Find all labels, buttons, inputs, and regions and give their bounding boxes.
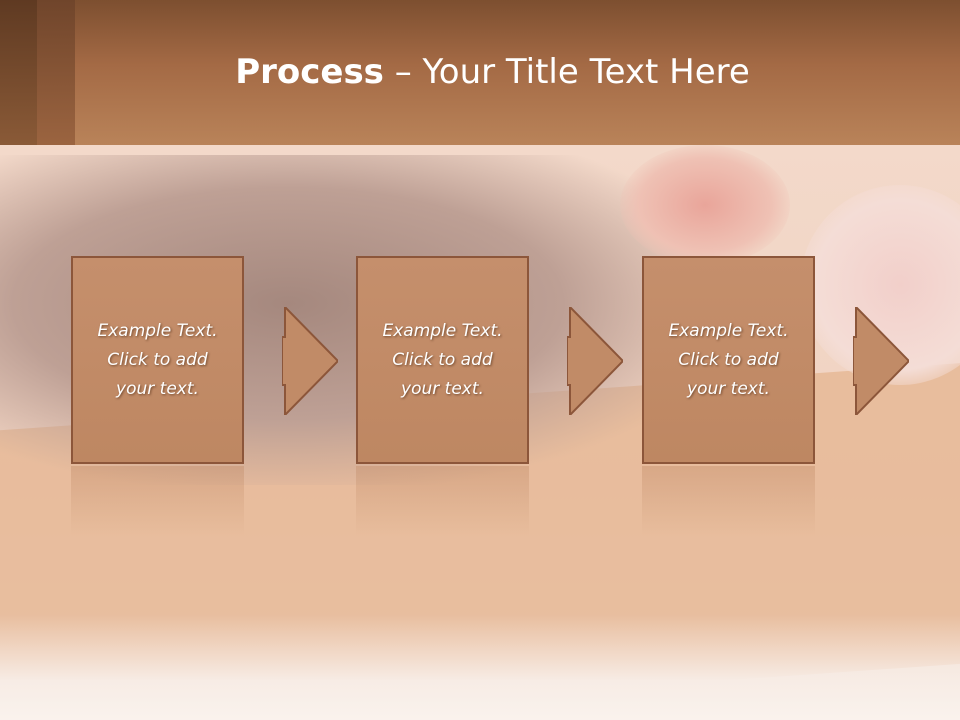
slide-title[interactable]: Process – Your Title Text Here xyxy=(0,52,960,92)
process-step-2[interactable]: Example Text. Click to add your text. xyxy=(356,256,529,464)
step-reflection xyxy=(71,466,244,536)
process-step-1[interactable]: Example Text. Click to add your text. xyxy=(71,256,244,464)
tomato xyxy=(620,145,790,265)
title-rest: – Your Title Text Here xyxy=(383,52,750,92)
title-strong: Process xyxy=(235,52,384,92)
header-accent-strip xyxy=(37,0,75,145)
step-text: Example Text. Click to add your text. xyxy=(668,320,789,399)
process-step-3[interactable]: Example Text. Click to add your text. xyxy=(642,256,815,464)
right-arrow-icon xyxy=(853,307,909,415)
right-arrow-icon xyxy=(567,307,623,415)
title-bar: Process – Your Title Text Here xyxy=(0,0,960,145)
step-reflection xyxy=(642,466,815,536)
plate xyxy=(0,615,960,720)
header-accent-strip xyxy=(0,0,37,145)
right-arrow-icon xyxy=(282,307,338,415)
step-text: Example Text. Click to add your text. xyxy=(382,320,503,399)
step-reflection xyxy=(356,466,529,536)
step-text: Example Text. Click to add your text. xyxy=(97,320,218,399)
